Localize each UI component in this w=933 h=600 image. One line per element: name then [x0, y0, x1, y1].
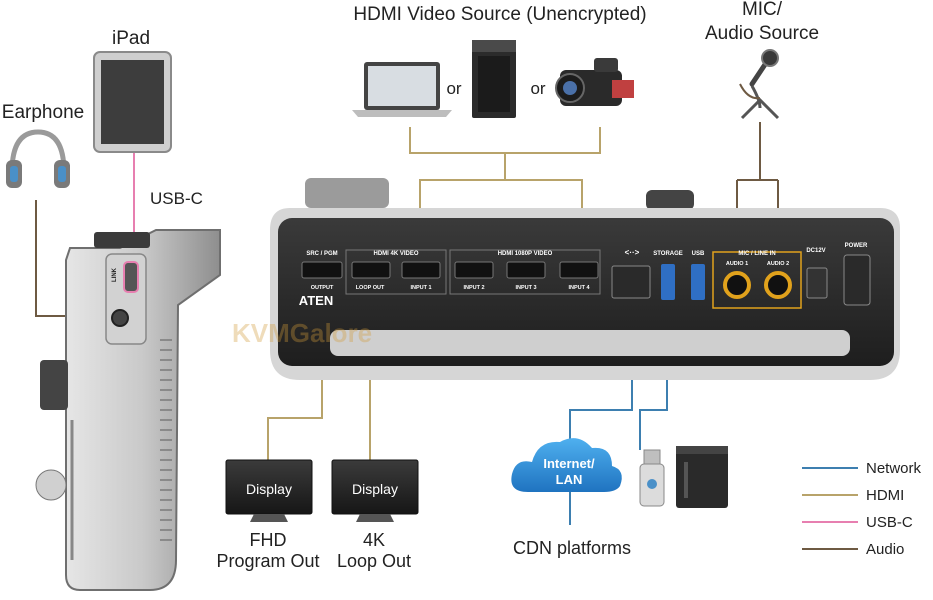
input3-label: INPUT 3 [515, 285, 536, 291]
tablet-icon [93, 51, 172, 153]
src-pgm-label: SRC / PGM [306, 251, 337, 257]
cdn-label: CDN platforms [513, 538, 631, 558]
audio1-port [723, 271, 751, 299]
storage-usb-port [661, 264, 675, 300]
audio2-label: AUDIO 2 [767, 261, 789, 267]
fhd-label-line1: FHD [250, 530, 287, 550]
hdmi4k-group [345, 249, 447, 295]
rear-panel-device [270, 178, 900, 380]
headphones-icon [6, 129, 70, 188]
audio-cable-mic [736, 122, 779, 270]
display-label-1: Display [246, 481, 292, 497]
usb-label: USB [692, 251, 705, 257]
hdmi4k-label: HDMI 4K VIDEO [373, 251, 418, 257]
input2-port [454, 261, 494, 279]
dc-port [806, 267, 828, 299]
network-port-glyph: <··> [625, 248, 640, 257]
loop-label-line2: Loop Out [337, 551, 411, 571]
laptop-icon [352, 62, 452, 117]
cloud-label-line1: Internet/ [543, 456, 595, 471]
loop-label-line1: 4K [363, 530, 385, 550]
dc-label: DC12V [806, 248, 825, 254]
mic-line-in-label: MIC / LINE IN [738, 251, 775, 257]
hard-drive-icon [676, 446, 728, 508]
loop-out-label: LOOP OUT [356, 285, 385, 291]
legend-label: Network [866, 460, 922, 477]
lan-port [611, 265, 651, 299]
legend-label: Audio [866, 541, 904, 558]
microphone-icon [739, 49, 780, 120]
power-switch [843, 254, 871, 306]
power-label: POWER [845, 243, 868, 249]
input4-label: INPUT 4 [568, 285, 590, 291]
mic-line-in-group [712, 251, 802, 309]
input1-label: INPUT 1 [410, 285, 431, 291]
cloud-label-line2: LAN [556, 472, 583, 487]
side-audio-jack [111, 309, 129, 327]
side-view-device: LINK [35, 229, 221, 591]
storage-label: STORAGE [653, 251, 683, 257]
legend-label: HDMI [866, 487, 904, 504]
input4-port [559, 261, 599, 279]
hdmi1080-label: HDMI 1080P VIDEO [498, 251, 553, 257]
ipad-label: iPad [112, 28, 150, 49]
display-label-2: Display [352, 481, 398, 497]
brand-label: ATEN [299, 293, 333, 308]
loop-out-port [351, 261, 391, 279]
usb-port [691, 264, 705, 300]
input1-port [401, 261, 441, 279]
hdmi1080-group [449, 249, 601, 295]
input3-port [506, 261, 546, 279]
cloud-icon [511, 438, 622, 492]
watermark: KVMGalore [232, 318, 372, 348]
input2-label: INPUT 2 [463, 285, 484, 291]
console-icon [472, 40, 516, 118]
camcorder-icon [555, 58, 634, 106]
audio2-port [764, 271, 792, 299]
mic-title-line2: Audio Source [705, 23, 819, 44]
audio1-label: AUDIO 1 [726, 261, 748, 267]
output-port [301, 261, 343, 279]
usbc-cable-label: USB-C [150, 189, 203, 208]
side-link-label: LINK [112, 267, 118, 282]
monitor-icon [331, 459, 419, 522]
output-label: OUTPUT [311, 285, 334, 291]
or-label-2: or [530, 79, 545, 98]
legend-label: USB-C [866, 514, 913, 531]
mic-title-line1: MIC/ [742, 0, 783, 20]
fhd-label-line2: Program Out [216, 551, 319, 571]
usb-drive-icon [639, 449, 665, 507]
monitor-icon [225, 459, 313, 522]
hdmi-source-title: HDMI Video Source (Unencrypted) [353, 4, 646, 25]
or-label-1: or [446, 79, 461, 98]
earphone-label: Earphone [2, 102, 84, 123]
